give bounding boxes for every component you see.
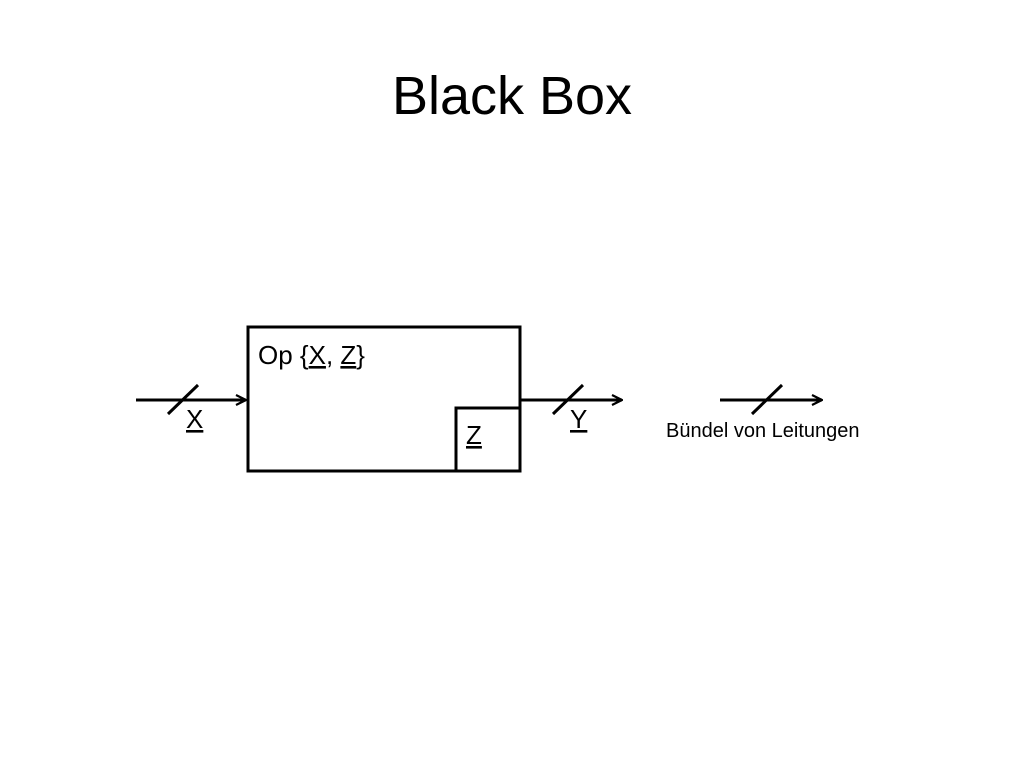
operator-label-x: X <box>309 340 326 370</box>
output-bundle-slash <box>551 383 585 416</box>
operator-label: Op {X, Z} <box>258 340 365 370</box>
state-box <box>454 406 522 473</box>
legend-bundle-slash <box>750 383 784 416</box>
operator-label-prefix: Op { <box>258 340 309 370</box>
slide-title: Black Box <box>391 66 633 126</box>
output-label: Y <box>570 404 587 434</box>
operator-label-z: Z <box>340 340 356 370</box>
state-label: Z <box>466 420 482 450</box>
operator-label-suffix: } <box>356 340 365 370</box>
legend-label: Bündel von Leitungen <box>666 420 860 442</box>
input-label: X <box>186 404 203 434</box>
operator-label-sep: , <box>326 340 340 370</box>
input-bundle-slash <box>166 383 200 416</box>
